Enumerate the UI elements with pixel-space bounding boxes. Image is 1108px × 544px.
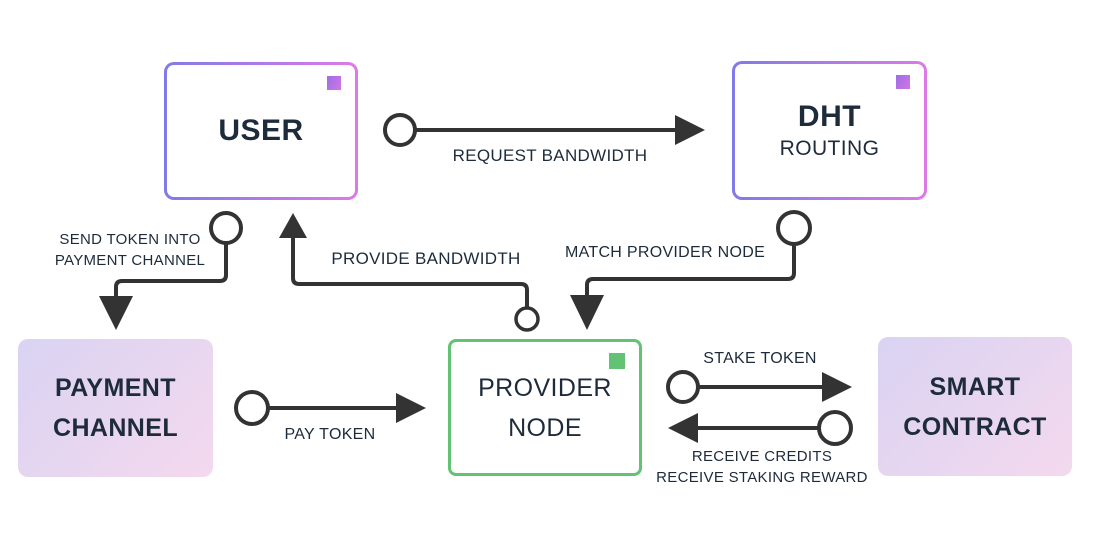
edge-label-receive-line2: RECEIVE STAKING REWARD <box>656 469 868 486</box>
edge-label-provide-bandwidth: PROVIDE BANDWIDTH <box>331 249 521 268</box>
user-title: USER <box>218 114 304 147</box>
edge-label-send-token: SEND TOKEN INTO PAYMENT CHANNEL <box>35 229 225 271</box>
smart-contract-title-line2: CONTRACT <box>903 412 1047 441</box>
payment-channel-title-line1: PAYMENT <box>55 374 176 402</box>
edge-stake-token-arrow <box>666 370 852 404</box>
edge-label-request-bandwidth: REQUEST BANDWIDTH <box>452 146 648 165</box>
payment-channel-title-line2: CHANNEL <box>52 414 179 442</box>
edge-label-receive: RECEIVE CREDITS RECEIVE STAKING REWARD <box>652 446 872 488</box>
provider-node-title-line2: NODE <box>508 413 582 442</box>
node-user: USER <box>164 62 358 200</box>
edge-label-send-token-line1: SEND TOKEN INTO <box>59 231 201 248</box>
dht-title: DHT <box>797 100 862 133</box>
edge-label-match-provider: MATCH PROVIDER NODE <box>564 244 766 261</box>
provider-corner-square-icon <box>609 353 625 369</box>
dht-corner-square-icon <box>896 75 910 89</box>
smart-contract-title-line1: SMART <box>929 372 1021 401</box>
edge-label-pay-token: PAY TOKEN <box>284 426 376 443</box>
edge-label-receive-line1: RECEIVE CREDITS <box>691 448 833 465</box>
node-dht-routing: DHT ROUTING <box>732 61 927 200</box>
node-smart-contract: SMART CONTRACT <box>878 337 1072 476</box>
edge-receive-arrow <box>668 410 853 446</box>
user-corner-square-icon <box>327 76 341 90</box>
edge-request-bandwidth-arrow <box>383 113 705 147</box>
edge-match-provider-arrow <box>570 210 812 330</box>
edge-pay-token-arrow <box>234 390 426 426</box>
provider-node-title-line1: PROVIDER <box>478 373 612 402</box>
dht-subtitle: ROUTING <box>779 137 880 160</box>
edge-label-stake-token: STAKE TOKEN <box>703 350 817 367</box>
edge-provide-bandwidth-arrow <box>279 213 540 332</box>
node-provider-node: PROVIDER NODE <box>448 339 642 476</box>
node-payment-channel: PAYMENT CHANNEL <box>18 339 213 477</box>
edge-label-send-token-line2: PAYMENT CHANNEL <box>54 252 206 269</box>
